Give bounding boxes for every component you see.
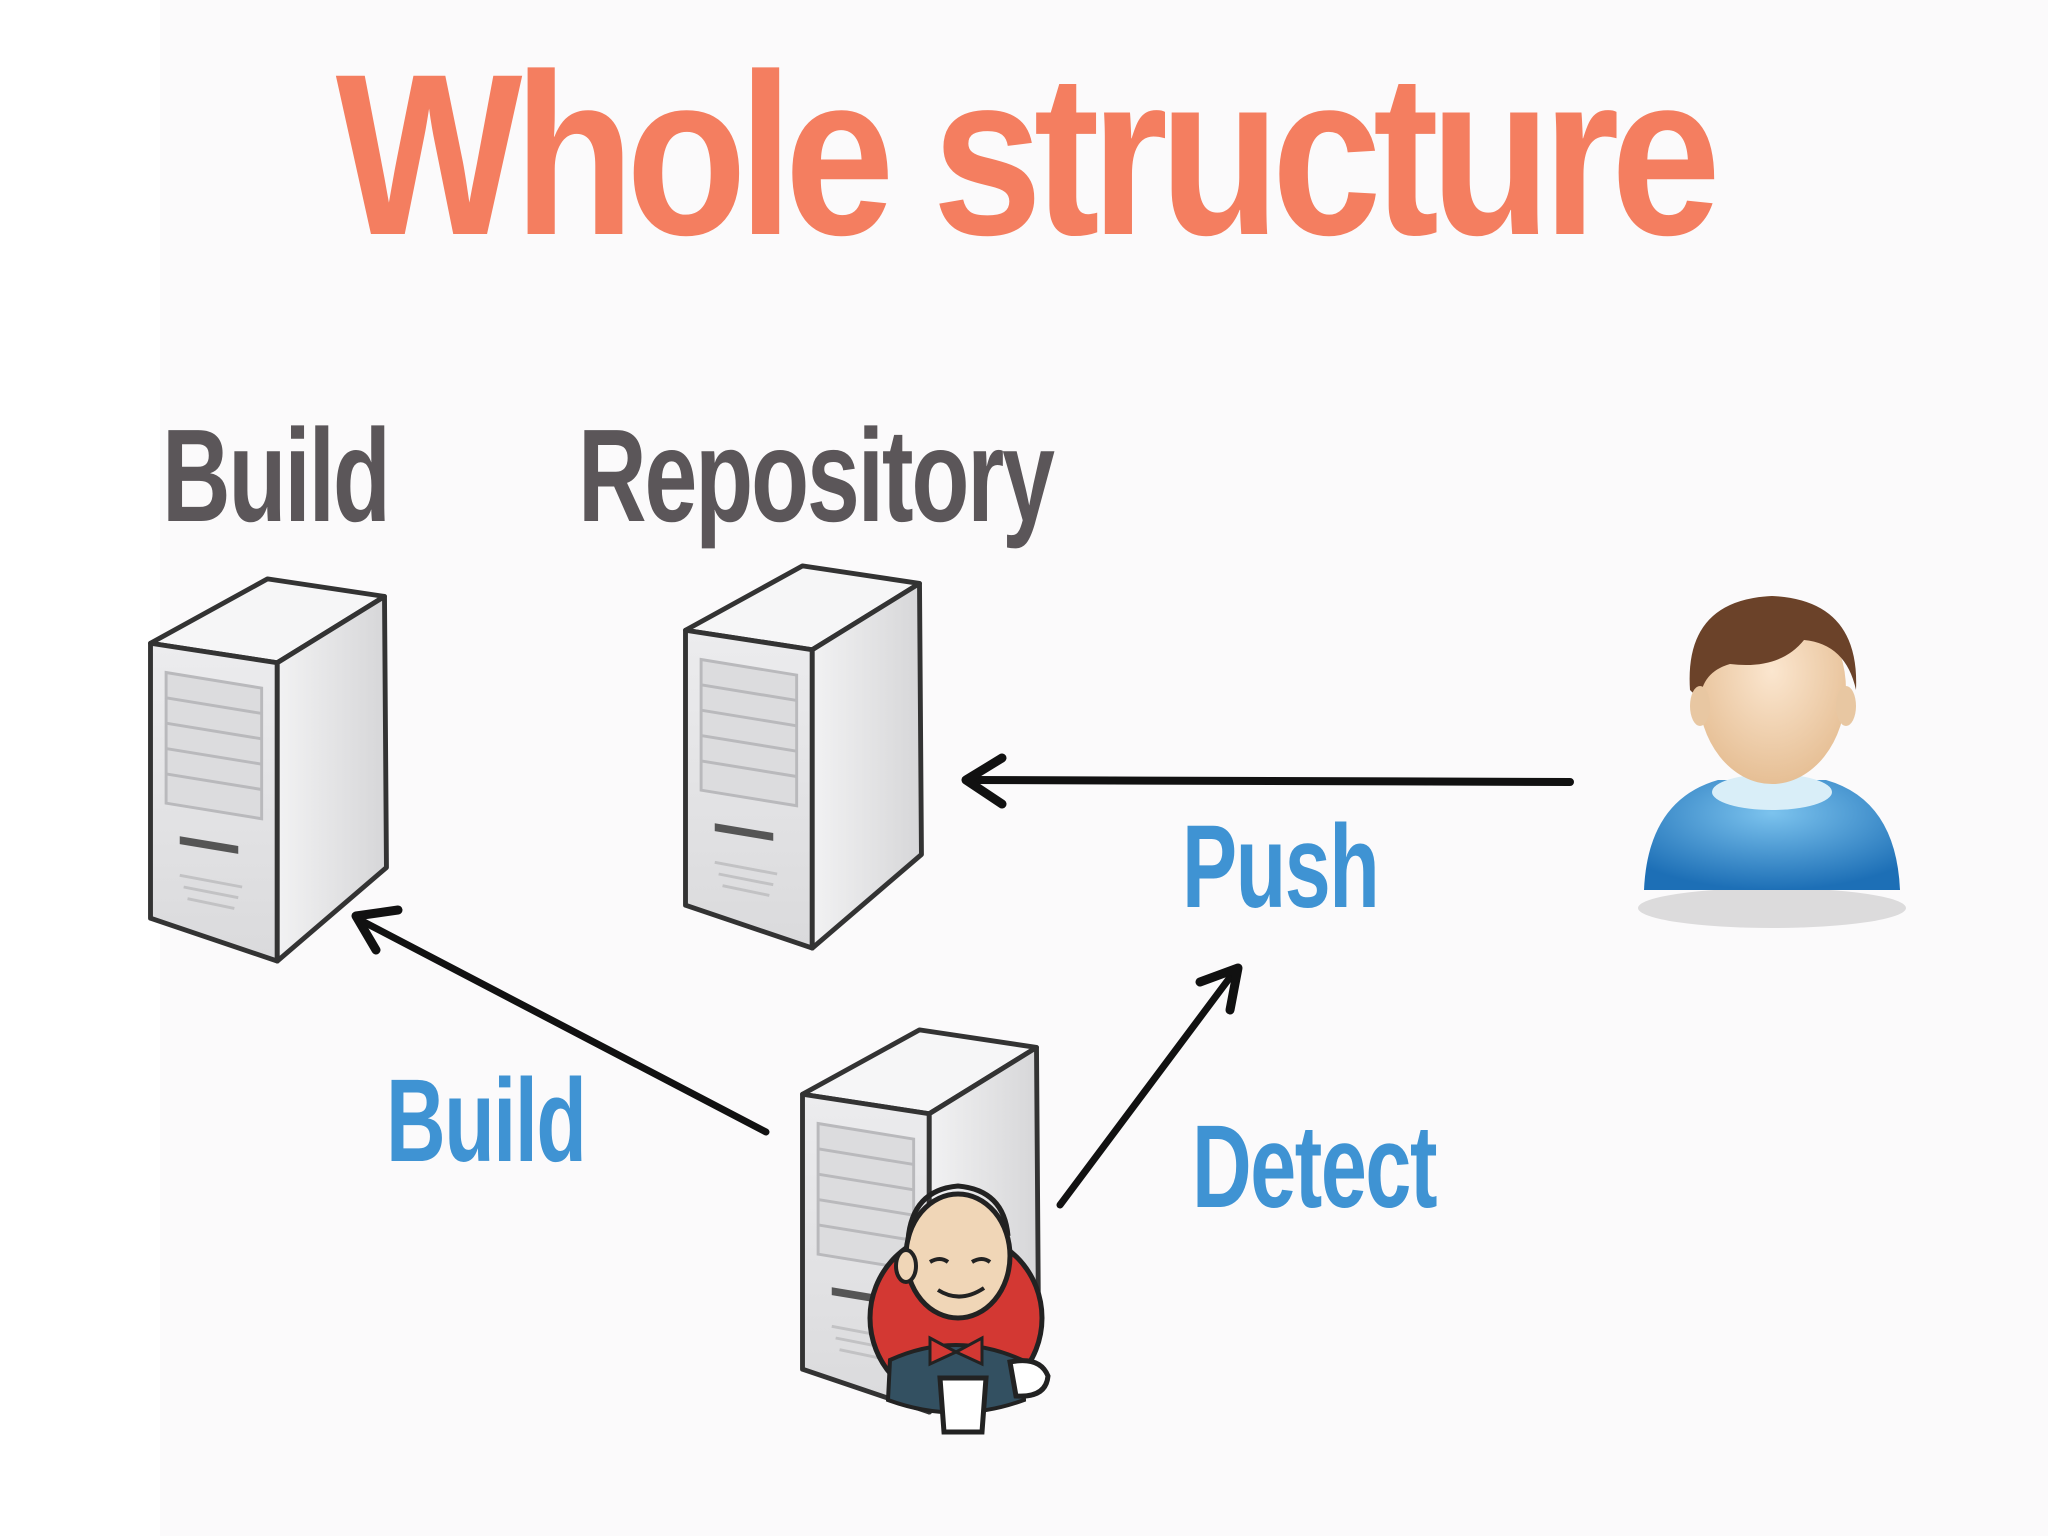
push-arrow: [966, 776, 1574, 786]
push-edge-label: Push: [1182, 801, 1380, 933]
jenkins-butler-icon: [867, 1183, 1051, 1435]
build-server-label: Build: [162, 402, 391, 549]
push-arrowhead: [961, 753, 1007, 809]
build-arrowhead: [351, 905, 403, 955]
repository-server-label: Repository: [578, 402, 1055, 549]
page-title: Whole structure: [335, 26, 1721, 283]
detect-edge-label: Detect: [1192, 1101, 1437, 1233]
build-server-icon: [151, 579, 387, 961]
detect-arrowhead: [1195, 963, 1243, 1015]
repository-server-icon: [686, 566, 922, 948]
build-arrow: [356, 916, 770, 1136]
user-avatar-icon: [1638, 596, 1906, 928]
detect-arrow: [1056, 968, 1238, 1209]
build-edge-label: Build: [386, 1055, 587, 1187]
